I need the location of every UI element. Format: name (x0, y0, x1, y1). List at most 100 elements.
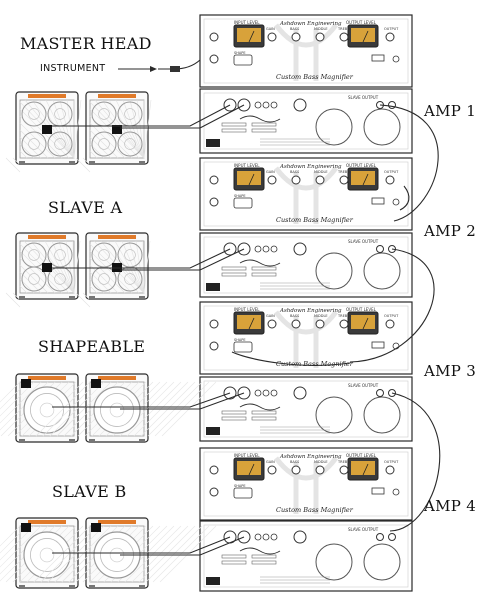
cab-foot (69, 439, 75, 443)
slave-link-to-shape (231, 351, 351, 366)
knob (267, 319, 277, 329)
output-vu-meter-needle (362, 317, 369, 330)
knob (385, 175, 395, 185)
knob-label: BASS (290, 27, 300, 31)
spec-text-block (221, 128, 247, 133)
cab-logo-stripe (98, 235, 136, 239)
knob-label: BASS (290, 460, 300, 464)
spec-text-block (251, 560, 277, 565)
brand-script: Ashdown Engineering (279, 21, 342, 27)
knob (339, 465, 349, 475)
grille-hatch (19, 250, 63, 294)
cab-input-jack-plate (21, 523, 31, 532)
row-label-slave-b: SLAVE B (52, 482, 127, 501)
slave-out-jack (376, 389, 384, 397)
small-jack (254, 101, 262, 109)
grille-hatch (0, 525, 21, 547)
cables (52, 59, 441, 556)
front-panel-inset (203, 18, 409, 84)
knob-label: OUTPUT (384, 170, 399, 174)
knob (209, 32, 219, 42)
slave-out-jack (376, 245, 384, 253)
rear-jack (293, 242, 307, 256)
speaker-cable-3a (52, 392, 231, 408)
speaker-cone (117, 266, 143, 292)
output-level-label: OUTPUT LEVEL (346, 307, 377, 312)
small-jack (270, 389, 278, 397)
amp-2-rear: SLAVE OUTPUT (199, 232, 413, 298)
grille-hatch (31, 99, 75, 159)
output-vu-meter-needle (362, 173, 369, 186)
grille-hatch (19, 115, 63, 159)
grille-hatch (100, 240, 145, 294)
knob-label: GAIN (266, 170, 275, 174)
cab-logo-stripe (28, 94, 66, 98)
speaker-cone (93, 386, 141, 434)
front-panel-inset (203, 305, 409, 371)
grille-hatch (35, 381, 91, 437)
speaker-dustcap (98, 138, 110, 150)
grille-hatch (75, 157, 91, 173)
knob (291, 32, 301, 42)
grille-hatch (115, 99, 145, 159)
grille-hatch (37, 240, 75, 294)
cab-logo-stripe (98, 520, 136, 524)
speaker-dustcap (124, 273, 136, 285)
speaker-cone (117, 131, 143, 157)
iec-power-socket (206, 577, 220, 585)
cab-row-2-left (5, 232, 81, 308)
signature-scribble (239, 259, 281, 267)
slave-link-2-to-3 (349, 248, 435, 363)
output-level-label: OUTPUT LEVEL (346, 453, 377, 458)
slave-link-return-2 (399, 185, 410, 211)
spec-text-block (251, 416, 277, 421)
knob-label: GAIN (266, 314, 275, 318)
cab-foot (139, 296, 145, 300)
brand-script: Ashdown Engineering (279, 308, 342, 314)
instrument-label: INSTRUMENT (40, 63, 106, 74)
grille-hatch (159, 525, 217, 583)
knob-label: OUTPUT (384, 314, 399, 318)
spec-text-block (221, 554, 247, 559)
speaker-dustcap (39, 547, 55, 563)
output-vu-meter-needle (362, 463, 369, 476)
speaker-surround (30, 538, 64, 572)
shape-selector (233, 54, 253, 66)
output-vu-meter-face (351, 171, 375, 185)
input-level-label: INPUT LEVEL (234, 163, 260, 168)
knob (209, 175, 219, 185)
grille-hatch (42, 381, 98, 437)
cab-foot (19, 439, 25, 443)
grille-hatch (33, 525, 91, 583)
input-vu-meter-face (237, 315, 261, 329)
grille-hatch (19, 129, 49, 159)
speaker-dustcap (98, 249, 110, 261)
cab-row-2-right (75, 232, 151, 308)
cab-input-jack-plate (21, 379, 31, 388)
cab-foot (139, 161, 145, 165)
knob (385, 319, 395, 329)
grille-hatch (66, 99, 75, 159)
speaker-cone (47, 131, 73, 157)
rear-jack (293, 98, 307, 112)
speaker-out-jack (223, 98, 237, 112)
speaker-cone (21, 131, 47, 157)
speaker-cable-1b (120, 104, 245, 129)
amp-label-1: AMP 1 (424, 102, 477, 120)
cab-foot (139, 439, 145, 443)
speaker-cone (91, 131, 117, 157)
grille-hatch (5, 157, 21, 173)
speaker-out-jack (237, 98, 251, 112)
shape-selector (233, 341, 253, 353)
speaker-dustcap (28, 249, 40, 261)
grille-hatch (65, 240, 75, 294)
grille-hatch (89, 250, 133, 294)
grille-hatch (89, 136, 112, 159)
small-jack (262, 389, 270, 397)
knob-label: OUTPUT (384, 460, 399, 464)
small-jack (254, 389, 262, 397)
spec-text-block (251, 554, 277, 559)
rear-panel-inset (203, 380, 409, 438)
grille-hatch (19, 285, 28, 294)
signature-scribble (239, 547, 281, 555)
